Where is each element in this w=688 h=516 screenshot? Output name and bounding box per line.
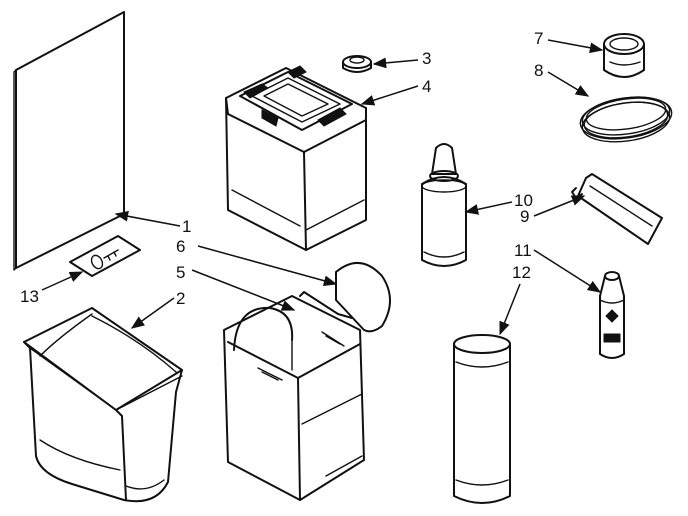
part-1-panel [13,11,125,271]
part-13-label-card [69,235,141,277]
callout-5: 5 [176,263,185,282]
callout-2: 2 [176,289,185,308]
callout-3: 3 [422,49,431,68]
callout-11: 11 [514,241,532,260]
part-10-spray-can [421,143,467,267]
part-7-can [603,33,645,78]
callout-12: 12 [512,263,531,282]
part-2-bag [23,307,183,503]
callout-10: 10 [514,191,533,210]
callout-8: 8 [534,61,543,80]
leader-lines [41,39,604,336]
part-12-aerosol [453,334,511,504]
callout-6: 6 [176,237,185,256]
part-8-coil [579,96,673,143]
callout-4: 4 [422,77,431,96]
callout-1: 1 [182,217,191,236]
callout-13: 13 [20,287,39,306]
part-3-cap [342,55,372,73]
part-11-vial [599,271,625,359]
part-9-tube [571,173,663,245]
callout-7: 7 [534,29,543,48]
part-5-carton [223,291,365,501]
callout-labels: 1 2 3 4 5 6 7 8 9 10 11 12 13 [20,29,543,308]
part-4-cartridge [225,65,367,251]
callout-9: 9 [520,207,529,226]
